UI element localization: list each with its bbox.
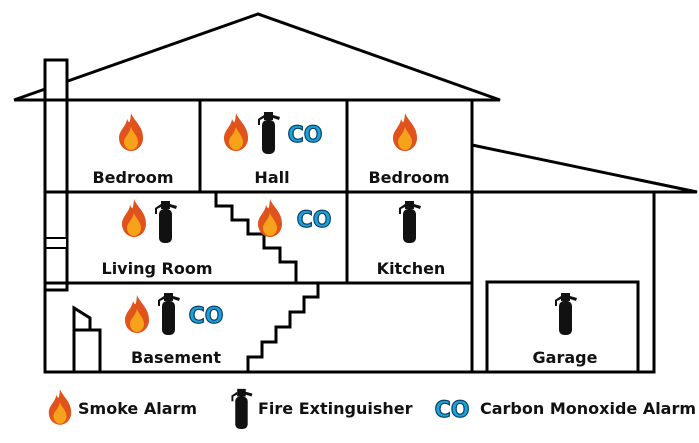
room-label-garage: Garage — [533, 348, 598, 367]
room-label-living-room: Living Room — [102, 259, 213, 278]
fireplace-ledge — [44, 237, 68, 249]
co-badge-icon — [286, 122, 324, 146]
lower-staircase — [246, 281, 330, 372]
room-label-kitchen: Kitchen — [377, 259, 446, 278]
co-badge-icon — [295, 207, 333, 231]
flame-icon — [122, 199, 146, 237]
water-heater — [72, 328, 102, 374]
room-label-bedroom-left: Bedroom — [92, 168, 173, 187]
fire-extinguisher-icon — [555, 293, 577, 335]
room-label-basement: Basement — [131, 348, 221, 367]
fire-extinguisher-icon — [231, 388, 253, 430]
flame-icon — [119, 113, 143, 151]
flame-icon — [224, 113, 248, 151]
flame-icon — [393, 113, 417, 151]
garage-outline — [471, 143, 698, 374]
room-label-bedroom-right: Bedroom — [368, 168, 449, 187]
fire-extinguisher-icon — [399, 201, 421, 243]
legend: Smoke Alarm Fire Extinguisher Carbon Mon… — [48, 388, 696, 430]
fire-extinguisher-icon — [158, 293, 180, 335]
water-heater-pipe — [72, 305, 92, 330]
house-structure — [13, 12, 698, 374]
main-house-outline — [43, 98, 474, 374]
flame-icon — [258, 199, 282, 237]
fire-extinguisher-icon — [258, 112, 280, 154]
legend-fire-extinguisher: Fire Extinguisher — [258, 399, 413, 418]
co-badge-icon — [433, 397, 471, 421]
room-labels: Bedroom Hall Bedroom Living Room Kitchen… — [92, 168, 597, 367]
garage-door — [485, 280, 640, 374]
flame-icon — [125, 295, 149, 333]
room-label-hall: Hall — [254, 168, 289, 187]
upper-staircase — [200, 190, 298, 283]
legend-smoke-alarm: Smoke Alarm — [78, 399, 197, 418]
legend-co-alarm: Carbon Monoxide Alarm — [480, 399, 696, 418]
flame-icon — [48, 389, 72, 425]
fire-extinguisher-icon — [155, 201, 177, 243]
co-badge-icon — [187, 303, 225, 327]
chimney — [43, 58, 69, 292]
roof — [13, 12, 501, 102]
